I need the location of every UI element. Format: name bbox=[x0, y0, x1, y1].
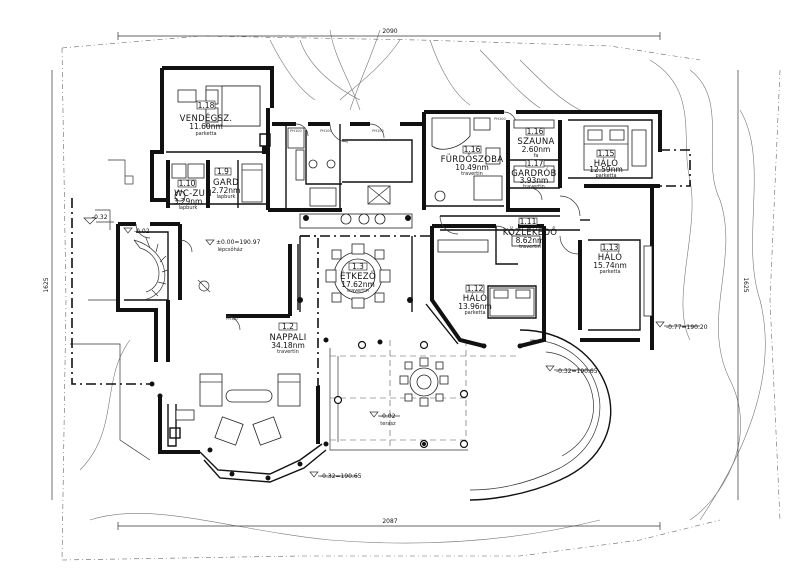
room-id: 1.11 bbox=[520, 217, 537, 226]
room-floor: fa bbox=[534, 153, 539, 159]
room-id: 1.3 bbox=[352, 262, 364, 271]
level-southeast-text: -0.32=190.65 bbox=[556, 368, 598, 375]
room-area: 17.62nm bbox=[341, 280, 375, 289]
room-area: 11.60nm bbox=[189, 122, 223, 131]
dim-bottom-label: 2087 bbox=[382, 518, 397, 525]
dimension-left: 1625 bbox=[43, 70, 53, 500]
room-area: 15.74nm bbox=[593, 261, 627, 270]
room-label-halo-1-12: 1.12 HÁLÓ 13.96nm parketta bbox=[458, 284, 492, 316]
room-area: 34.18nm bbox=[271, 341, 305, 350]
room-area: 3.29nm bbox=[174, 197, 203, 206]
staircase bbox=[133, 237, 211, 301]
room-name: NAPPALI bbox=[269, 333, 306, 343]
room-name: ÉTKEZŐ bbox=[340, 270, 376, 282]
room-id: 1.17 bbox=[527, 159, 544, 168]
room-label-kozlekedo: 1.11 KÖZLEKEDŐ 8.62nm travertin bbox=[503, 217, 558, 250]
room-label-gard: 1.9 GARD 2.72nm lapburk bbox=[212, 167, 241, 200]
dimension-bottom: 2087 bbox=[117, 518, 661, 530]
level-marker-west: -0.32 bbox=[83, 214, 114, 225]
opening-tags: PH100 PH100 PH100 PH100 PH100 bbox=[226, 117, 505, 321]
level-marker-southeast: -0.32=190.65 bbox=[545, 365, 598, 375]
level-south-text: -0.32=190.65 bbox=[320, 473, 362, 480]
room-floor: travertin bbox=[461, 171, 483, 177]
room-id: 1.18 bbox=[198, 101, 215, 110]
room-label-halo-1-15: 1.15 HÁLÓ 12.59nm parketta bbox=[589, 149, 623, 179]
room-floor: lapburk bbox=[179, 205, 198, 211]
room-area: 10.49nm bbox=[455, 163, 489, 172]
level-marker-terrace: -0.02 terasz bbox=[369, 411, 400, 427]
room-floor: travertin bbox=[277, 349, 299, 355]
opening-tag: PH100 bbox=[226, 317, 237, 321]
room-floor: lapburk bbox=[217, 194, 236, 200]
room-label-wc-zuh: 1.10 WC-ZUH 3.29nm lapburk bbox=[174, 179, 212, 211]
room-floor: travertin bbox=[347, 288, 369, 294]
level-marker-hall: ±0.00=190.97 lépcsőház bbox=[205, 239, 261, 253]
room-label-halo-1-13: 1.13 HÁLÓ 15.74nm parketta bbox=[593, 243, 627, 275]
room-floor: parketta bbox=[195, 131, 216, 137]
room-area: 12.59nm bbox=[589, 165, 623, 174]
furniture bbox=[171, 85, 653, 446]
room-floor: travertin bbox=[523, 184, 545, 190]
opening-tag: PH100 bbox=[320, 129, 331, 133]
level-marker-entry: -0.02 bbox=[123, 227, 150, 235]
room-id: 1.10 bbox=[179, 179, 196, 188]
room-area: 2.72nm bbox=[212, 186, 241, 195]
room-id: 1.16 bbox=[527, 127, 544, 136]
opening-tag: PH100 bbox=[494, 117, 505, 121]
room-label-furdoszoba: 1.16 FÜRDŐSZOBA 10.49nm travertin bbox=[441, 145, 504, 177]
level-markers: -0.32 -0.02 ±0.00=190.97 lépcsőház -0.77… bbox=[83, 214, 708, 480]
room-name: SZAUNA bbox=[517, 137, 554, 147]
room-label-vendegsz: 1.18 VENDÉGSZ. 11.60nm parketta bbox=[180, 100, 233, 137]
room-floor: parketta bbox=[595, 173, 616, 179]
opening-tag: PH100 bbox=[290, 129, 301, 133]
room-id: 1.15 bbox=[598, 149, 615, 158]
dim-left-label: 1625 bbox=[43, 277, 50, 292]
room-label-szauna: 1.16 SZAUNA 2.60nm fa bbox=[517, 127, 554, 159]
room-name: GARD bbox=[213, 178, 239, 188]
level-marker-east: -0.77=190.20 bbox=[655, 321, 708, 331]
room-name: HÁLÓ bbox=[598, 251, 623, 263]
room-name: GARDRÓB bbox=[511, 167, 556, 179]
room-name: HÁLÓ bbox=[594, 157, 619, 169]
room-name: WC-ZUH bbox=[174, 189, 212, 199]
room-id: 1.13 bbox=[602, 243, 619, 252]
room-name: KÖZLEKEDŐ bbox=[503, 227, 558, 238]
site-terrain bbox=[61, 29, 781, 561]
room-area: 3.93nm bbox=[520, 176, 549, 185]
dimension-top: 2090 bbox=[117, 28, 661, 40]
room-name: FÜRDŐSZOBA bbox=[441, 154, 504, 165]
terrace-area bbox=[329, 329, 612, 501]
room-label-gardrob: 1.17 GARDRÓB 3.93nm travertin bbox=[511, 159, 556, 190]
level-marker-south: -0.32=190.65 bbox=[309, 471, 362, 480]
room-floor: parketta bbox=[599, 269, 620, 275]
room-floor: travertin bbox=[519, 244, 541, 250]
room-floor: parketta bbox=[464, 310, 485, 316]
dimension-right: 1625 bbox=[737, 70, 749, 500]
dim-right-label: 1625 bbox=[742, 277, 749, 292]
level-west-text: -0.32 bbox=[92, 214, 108, 221]
room-id: 1.9 bbox=[217, 167, 229, 176]
room-area: 8.62nm bbox=[516, 236, 545, 245]
room-labels: 1.18 VENDÉGSZ. 11.60nm parketta 1.10 WC-… bbox=[174, 100, 627, 355]
room-label-etkezo: 1.3 ÉTKEZŐ 17.62nm travertin bbox=[340, 262, 376, 294]
level-terrace-text: -0.02 bbox=[380, 413, 396, 420]
room-area: 13.96nm bbox=[458, 302, 492, 311]
opening-tag: PH100 bbox=[372, 129, 383, 133]
room-area: 2.60nm bbox=[522, 145, 551, 154]
level-entry-text: -0.02 bbox=[134, 228, 150, 235]
level-hall-text: ±0.00=190.97 bbox=[216, 239, 261, 246]
room-name: HÁLÓ bbox=[463, 292, 488, 304]
room-id: 1.12 bbox=[467, 284, 484, 293]
dim-top-label: 2090 bbox=[382, 28, 397, 35]
level-terrace-sub: terasz bbox=[380, 421, 396, 427]
room-label-nappali: 1.2 NAPPALI 34.18nm travertin bbox=[269, 322, 306, 355]
room-id: 1.2 bbox=[282, 322, 294, 331]
room-id: 1.16 bbox=[464, 145, 481, 154]
columns bbox=[149, 146, 523, 481]
level-east-text: -0.77=190.20 bbox=[666, 324, 708, 331]
room-name: VENDÉGSZ. bbox=[180, 112, 233, 124]
level-hall-sub: lépcsőház bbox=[218, 246, 243, 253]
